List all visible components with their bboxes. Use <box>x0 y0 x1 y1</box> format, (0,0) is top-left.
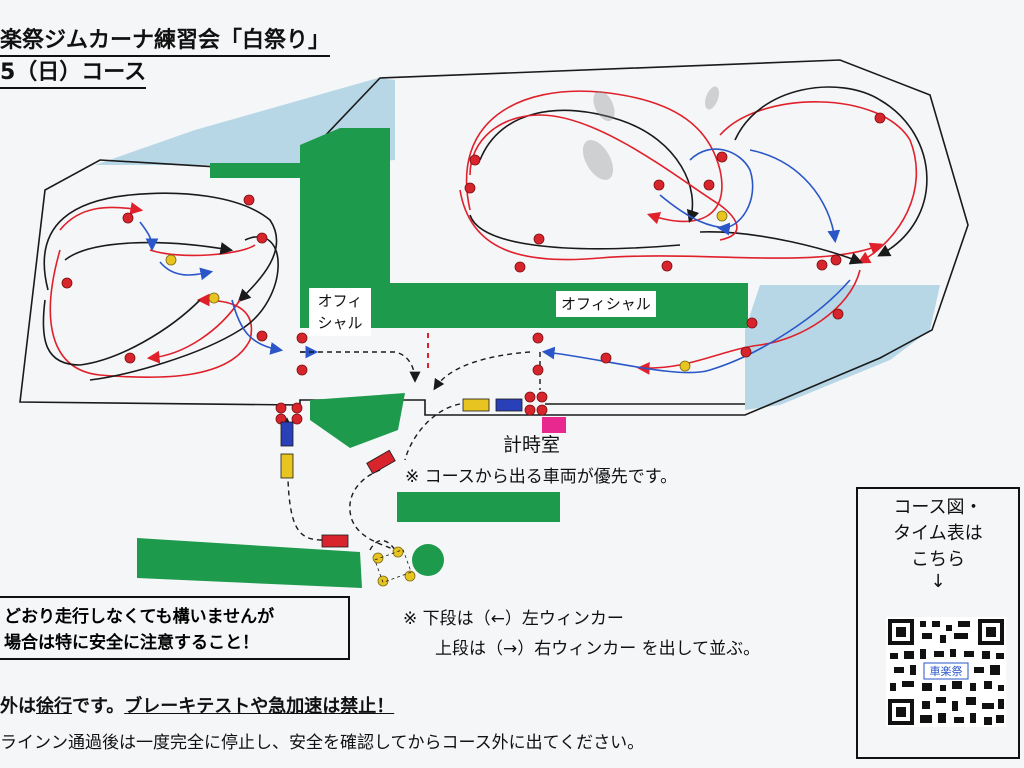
slow-prefix: 外は <box>0 696 36 717</box>
stains <box>582 86 719 180</box>
timing-room-box <box>542 417 566 433</box>
blinker-line-2: 上段は（→）右ウィンカー を出して並ぶ。 <box>435 639 761 659</box>
qr-caption-3: こちら <box>911 549 965 570</box>
official-label-a: オフィシャル <box>309 288 371 336</box>
water-areas <box>95 78 940 410</box>
waiting-cars <box>280 398 523 583</box>
qr-caption-2: タイム表は <box>893 523 983 544</box>
qr-caption-1: コース図・ <box>893 497 983 518</box>
rules-box: どおり走行しなくても構いませんが 場合は特に安全に注意すること！ <box>0 596 350 660</box>
qr-arrow: ↓ <box>930 571 946 592</box>
slow-word: 徐行 <box>36 696 72 717</box>
timing-room-label: 計時室 <box>503 434 561 456</box>
red-pylons <box>61 112 886 425</box>
green-blocks <box>137 128 748 588</box>
stop-note: ラインン通過後は一度完全に停止し、安全を確認してからコース外に出てください。 <box>0 733 645 753</box>
qr-code[interactable]: 車楽祭 <box>886 617 1006 727</box>
slow-note: 外は徐行です。ブレーキテストや急加速は禁止！ <box>0 692 394 718</box>
left-course-routes <box>42 192 319 381</box>
blinker-line-1: ※ 下段は（←）左ウィンカー <box>403 609 624 629</box>
priority-note: ※ コースから出る車両が優先です。 <box>405 467 678 487</box>
slow-warning: ブレーキテストや急加速は禁止！ <box>124 696 395 717</box>
slow-mid: です。 <box>72 696 125 717</box>
yellow-pylons <box>165 210 728 587</box>
rules-line-2: 場合は特に安全に注意すること！ <box>4 633 259 653</box>
official-label-b: オフィシャル <box>556 291 656 317</box>
qr-logo: 車楽祭 <box>930 664 963 678</box>
blinker-note: ※ 下段は（←）左ウィンカー 上段は（→）右ウィンカー を出して並ぶ。 <box>403 604 760 664</box>
right-course-routes <box>459 86 928 375</box>
qr-box: コース図・ タイム表は こちら ↓ 車楽祭 <box>856 487 1020 759</box>
rules-line-1: どおり走行しなくても構いませんが <box>4 607 275 627</box>
course-date: 5（日）コース <box>0 54 147 89</box>
page-title: 楽祭ジムカーナ練習会「白祭り」 <box>0 22 331 57</box>
